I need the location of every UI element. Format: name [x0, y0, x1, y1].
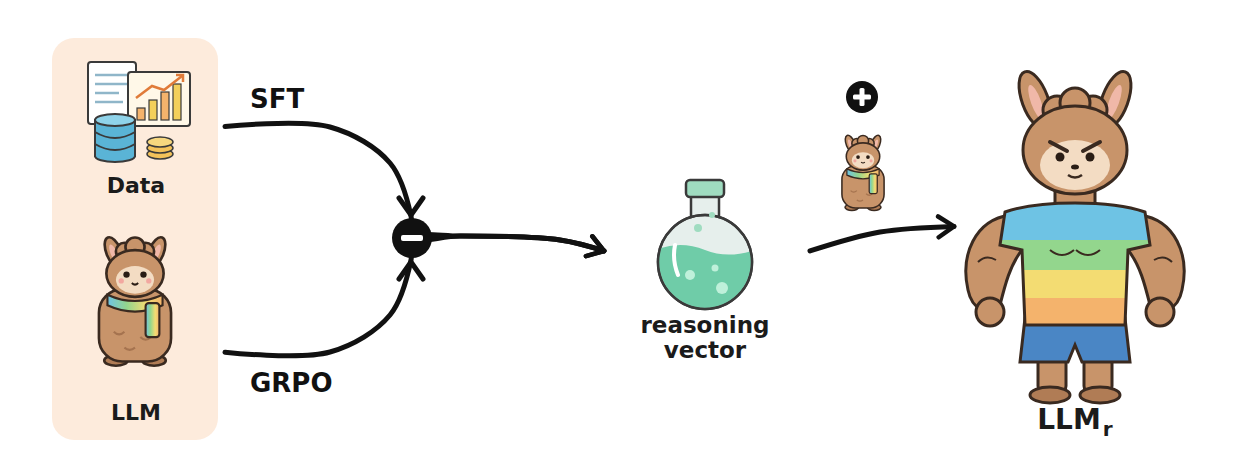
data-icon [95, 75, 127, 102]
flask-icon [655, 180, 760, 320]
data-icon [161, 92, 169, 120]
data-icon [136, 76, 182, 98]
data-icon [173, 84, 181, 120]
small-llama-figure [842, 134, 884, 211]
strong-llama-figure [1050, 250, 1100, 255]
input-panel [52, 38, 218, 440]
data-node: Data [57, 45, 215, 205]
strong-llama-figure [995, 270, 1155, 298]
data-icon [128, 72, 190, 126]
flask-icon [709, 212, 715, 218]
minus-operator [392, 218, 432, 258]
node-label: reasoning vector [620, 313, 790, 365]
plus-operator [846, 81, 878, 113]
flask-icon [658, 215, 752, 309]
edge-label: SFT [250, 84, 304, 114]
minus-operator [392, 198, 432, 279]
node-text: Data [107, 173, 165, 198]
strong-llama-figure [1086, 153, 1095, 162]
strong-llama-figure [976, 298, 1004, 326]
node-label: LLM [111, 401, 161, 426]
data-icon [137, 108, 145, 120]
node-text: reasoning vector [640, 312, 769, 364]
strong-llama-figure [1068, 175, 1082, 178]
merge-arrow [810, 226, 954, 251]
minus-operator [399, 262, 423, 279]
result-model-node: LLMr [960, 80, 1190, 446]
minus-operator [399, 198, 423, 215]
strong-llama-figure [966, 67, 1184, 403]
node-text: LLM [1037, 403, 1101, 436]
strong-llama-figure [1050, 142, 1100, 151]
strong-llama-figure [1023, 106, 1127, 194]
flask-icon [712, 265, 719, 272]
subscript-text: r [1103, 417, 1113, 441]
flask-icon [674, 245, 678, 275]
data-icon [149, 100, 157, 120]
data-icon [95, 132, 135, 150]
strong-llama-figure [1000, 203, 1150, 325]
strong-llama-figure [1030, 387, 1070, 403]
llama-figure [99, 235, 171, 366]
node-text: LLM [111, 400, 161, 425]
data-icon [95, 114, 135, 126]
plus-operator [860, 88, 865, 106]
strong-llama-figure [1146, 298, 1174, 326]
strong-llama-figure [1071, 165, 1079, 170]
vector-node: reasoning vector [610, 178, 800, 370]
flask-icon [685, 270, 695, 280]
strong-llama-figure [1040, 140, 1110, 190]
data-icon [176, 75, 183, 82]
edge-label: GRPO [250, 368, 333, 398]
plus-operator [846, 81, 878, 113]
data-icon [88, 62, 190, 162]
flask-icon [716, 282, 728, 294]
data-icon [147, 137, 173, 147]
minus-operator [401, 235, 423, 241]
node-label: Data [107, 174, 165, 199]
strong-llama-figure [1056, 153, 1065, 162]
model-node: LLM [57, 222, 215, 432]
strong-llama-figure [1080, 387, 1120, 403]
flask-icon [694, 224, 702, 232]
strong-llama-figure [995, 195, 1155, 330]
flask-icon [686, 180, 724, 197]
strong-llama-figure [995, 240, 1155, 270]
node-label: LLMr [1037, 404, 1112, 440]
